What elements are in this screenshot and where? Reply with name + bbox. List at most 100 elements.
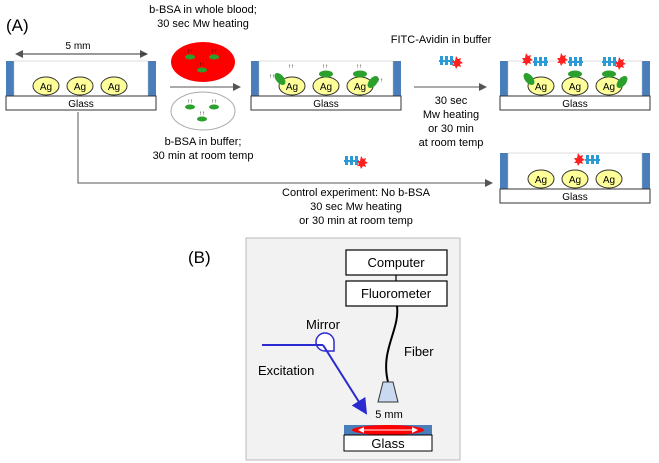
ag-label: Ag: [74, 82, 86, 93]
ag-label: Ag: [535, 82, 547, 93]
biotin-marks: ↑↑: [377, 78, 383, 84]
buffer-ellipse: [170, 91, 236, 131]
slide-3: Glass Ag Ag Ag: [499, 53, 651, 111]
fitc-avidin-icon: [344, 156, 368, 169]
control-line-1: Control experiment: No b-BSA: [282, 187, 431, 199]
silver-island: [527, 169, 555, 189]
ag-label: Ag: [603, 82, 615, 93]
b-bsa-molecule: [523, 73, 535, 85]
fluorometer-label: Fluorometer: [361, 286, 432, 301]
biotin-marks: ↑↑: [211, 99, 217, 105]
slide-edge-right: [393, 61, 401, 96]
biotin-marks: ↑↑: [187, 99, 193, 105]
reflected-beam: [322, 344, 368, 415]
biotin-marks: ↑↑: [199, 111, 205, 117]
fitc-avidin-icon: [439, 56, 463, 69]
glass-slide: [5, 95, 157, 111]
computer-box: [345, 249, 448, 276]
b-bsa-molecule: [274, 73, 286, 85]
glass-slide: [499, 95, 651, 111]
biotin-marks: ↑↑: [199, 62, 205, 68]
slide-edge-left: [500, 61, 508, 96]
slide-edge-right: [642, 153, 650, 189]
ag-label: Ag: [569, 175, 581, 186]
slide-1: Glass Ag Ag Ag: [5, 60, 157, 111]
fiber-tip: [377, 381, 399, 403]
biotin-marks: ↑↑: [187, 49, 193, 55]
b-bsa-molecule: [197, 116, 207, 122]
ag-label: Ag: [569, 82, 581, 93]
width-label: 5 mm: [66, 41, 91, 52]
slide-edge-left: [6, 61, 14, 96]
glass-label: Glass: [562, 99, 588, 110]
silver-island: [595, 169, 623, 189]
b-bsa-molecule: [602, 70, 616, 78]
silver-island: [278, 76, 306, 96]
glass-slide: [499, 188, 651, 204]
silver-island: [32, 76, 60, 96]
b-bsa-molecule: [319, 70, 333, 78]
panel-b-label: (B): [188, 248, 211, 267]
fitc-avidin-icon: [574, 153, 600, 166]
panel-a-label: (A): [6, 16, 29, 35]
b-bsa-molecule: [367, 76, 379, 88]
slide-2: Glass Ag Ag Ag ↑↑ ↑↑ ↑↑ ↑↑ ↑↑: [250, 60, 402, 111]
bottom-reagent-line-1: b-BSA in buffer;: [165, 136, 242, 148]
biotin-marks: ↑↑: [356, 64, 362, 70]
fluorometer-box: [345, 280, 448, 307]
excitation-label: Excitation: [258, 363, 314, 378]
step2-condition-2: Mw heating: [423, 109, 479, 121]
biotin-marks: ↑↑: [211, 49, 217, 55]
silver-island: [527, 76, 555, 96]
ag-label: Ag: [535, 175, 547, 186]
top-reagent-line-1: b-BSA in whole blood;: [149, 4, 257, 16]
fitc-avidin-icon: [602, 57, 626, 70]
b-bsa-molecule: [185, 104, 195, 110]
slide-edge-left: [251, 61, 259, 96]
step2-condition-4: at room temp: [419, 137, 484, 149]
b-bsa-molecule: [568, 70, 582, 78]
step2-condition-1: 30 sec: [435, 95, 468, 107]
ag-label: Ag: [603, 175, 615, 186]
fitc-avidin-icon: [557, 53, 583, 66]
fitc-avidin-icon: [522, 53, 548, 66]
ag-label: Ag: [320, 82, 332, 93]
glass-label: Glass: [68, 99, 94, 110]
silver-island: [561, 169, 589, 189]
step2-condition-3: or 30 min: [428, 123, 474, 135]
biotin-marks: ↑↑: [322, 64, 328, 70]
top-reagent-line-2: 30 sec Mw heating: [157, 18, 249, 30]
slide-4: Glass Ag Ag Ag: [499, 152, 651, 204]
silver-island: [66, 76, 94, 96]
optical-fiber: [385, 305, 399, 383]
fitc-label: FITC-Avidin in buffer: [391, 34, 492, 46]
biotin-marks: ↑↑: [269, 74, 275, 80]
whole-blood-sample: ↑↑ ↑↑ ↑↑: [171, 42, 235, 82]
fiber-label: Fiber: [404, 344, 434, 359]
bottom-reagent-line-2: 30 min at room temp: [153, 150, 254, 162]
blood-ellipse: [171, 42, 235, 82]
slide-edge-right: [148, 61, 156, 96]
buffer-sample: ↑↑ ↑↑ ↑↑: [170, 91, 236, 131]
b-bsa-molecule: [197, 67, 207, 73]
computer-label: Computer: [367, 255, 425, 270]
glass-label: Glass: [562, 192, 588, 203]
b-bsa-molecule: [616, 76, 628, 88]
control-line-2: 30 sec Mw heating: [310, 201, 402, 213]
slide-edge-right: [642, 61, 650, 96]
glass-label: Glass: [313, 99, 339, 110]
glass-slide: [250, 95, 402, 111]
width-label-b: 5 mm: [375, 409, 403, 421]
silver-island: [100, 76, 128, 96]
glass-slide-b: [343, 434, 433, 452]
control-arrow: [77, 112, 493, 187]
control-line-3: or 30 min at room temp: [299, 215, 413, 227]
mirror-label: Mirror: [306, 317, 341, 332]
mirror: [315, 332, 335, 352]
b-bsa-molecule: [185, 54, 195, 60]
biotin-marks: ↑↑: [288, 64, 294, 70]
ag-label: Ag: [108, 82, 120, 93]
ag-label: Ag: [40, 82, 52, 93]
ag-label: Ag: [354, 82, 366, 93]
